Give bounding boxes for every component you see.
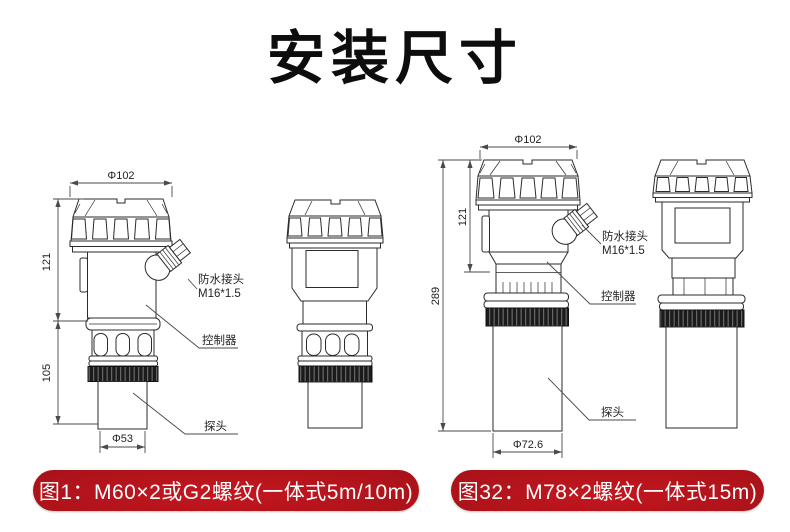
figure1-dim-top-diameter: Φ102: [107, 170, 134, 182]
figure1-dimensions: Φ102 121 105 Φ53: [41, 170, 173, 453]
figure32-dim-total-height: 289: [430, 287, 442, 305]
figure1-annotations: 防水接头 M16*1.5 控制器 探头: [132, 272, 244, 435]
figure32-dimensions: Φ102 121 289 Φ72.6: [430, 134, 578, 458]
page-title: 安装尺寸: [266, 26, 523, 91]
figure32-label-probe: 探头: [601, 405, 624, 419]
figure32-dim-top-diameter: Φ102: [514, 134, 541, 146]
figure32-caption-text: 图32：M78×2螺纹(一体式15m): [457, 480, 758, 504]
figure32-caption-badge: 图32：M78×2螺纹(一体式15m): [451, 470, 764, 511]
figure32-device-drawing: [475, 159, 601, 432]
figure1-label-controller: 控制器: [202, 333, 237, 347]
figure1-caption-badge: 图1：M60×2或G2螺纹(一体式5m/10m): [33, 470, 419, 511]
figure1-label-waterproof-gland: 防水接头: [198, 272, 244, 286]
figure1-device-drawing: [69, 198, 194, 430]
figure1-label-gland-spec: M16*1.5: [198, 288, 241, 300]
figure32-annotations: 防水接头 M16*1.5 控制器 探头: [546, 224, 648, 421]
figure1-label-probe: 探头: [204, 419, 227, 433]
figure1-caption-text: 图1：M60×2或G2螺纹(一体式5m/10m): [38, 480, 414, 504]
figure32-dim-probe-diameter: Φ72.6: [513, 439, 543, 451]
figure1-dim-upper-height: 121: [41, 253, 53, 271]
figure1-front-view-drawing: [286, 199, 384, 429]
figure32-front-view-drawing: [652, 159, 753, 429]
figure32-label-waterproof-gland: 防水接头: [602, 229, 648, 243]
figure1-dim-lower-height: 105: [41, 364, 53, 382]
figure32-label-controller: 控制器: [601, 289, 636, 303]
figure32-label-gland-spec: M16*1.5: [602, 245, 645, 257]
figure32-dim-upper-height: 121: [457, 208, 469, 226]
figure1-dim-probe-diameter: Φ53: [112, 433, 133, 445]
